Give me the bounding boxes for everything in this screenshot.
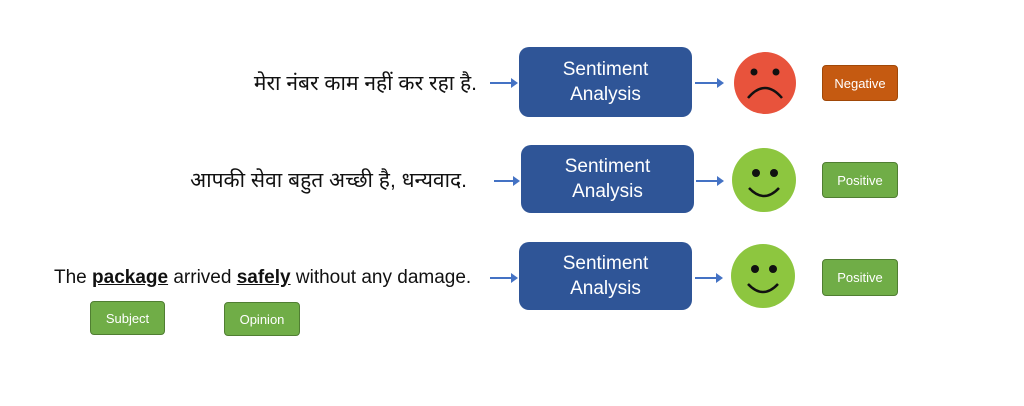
sentiment-analysis-box: Sentiment Analysis xyxy=(519,47,692,117)
happy-face-icon xyxy=(731,244,795,308)
sad-face-icon xyxy=(734,52,796,114)
box-label: Analysis xyxy=(570,278,641,299)
box-label: Analysis xyxy=(570,84,641,105)
negative-badge: Negative xyxy=(822,65,898,101)
text: without any damage. xyxy=(290,267,472,288)
arrow xyxy=(490,273,518,283)
sentence-english: The package arrived safely without any d… xyxy=(54,267,471,289)
arrow xyxy=(695,273,723,283)
arrow xyxy=(494,176,520,186)
arrow xyxy=(696,176,724,186)
opinion-badge: Opinion xyxy=(224,302,300,336)
text: arrived xyxy=(168,267,237,288)
box-label: Sentiment xyxy=(562,253,649,274)
box-label: Sentiment xyxy=(562,59,649,80)
opinion-word: safely xyxy=(236,267,291,288)
arrow xyxy=(490,78,518,88)
box-label: Analysis xyxy=(572,181,643,202)
arrow xyxy=(695,78,724,88)
sentence-hindi-2: आपकी सेवा बहुत अच्छी है, धन्यवाद. xyxy=(190,169,467,192)
sentiment-analysis-box: Sentiment Analysis xyxy=(519,242,692,310)
sentence-hindi-1: मेरा नंबर काम नहीं कर रहा है. xyxy=(253,72,477,95)
text: The xyxy=(54,267,93,288)
positive-badge: Positive xyxy=(822,162,898,198)
box-label: Sentiment xyxy=(564,156,651,177)
happy-face-icon xyxy=(732,148,796,212)
positive-badge: Positive xyxy=(822,259,898,296)
subject-badge: Subject xyxy=(90,301,165,335)
subject-word: package xyxy=(92,267,169,288)
sentiment-analysis-box: Sentiment Analysis xyxy=(521,145,694,213)
